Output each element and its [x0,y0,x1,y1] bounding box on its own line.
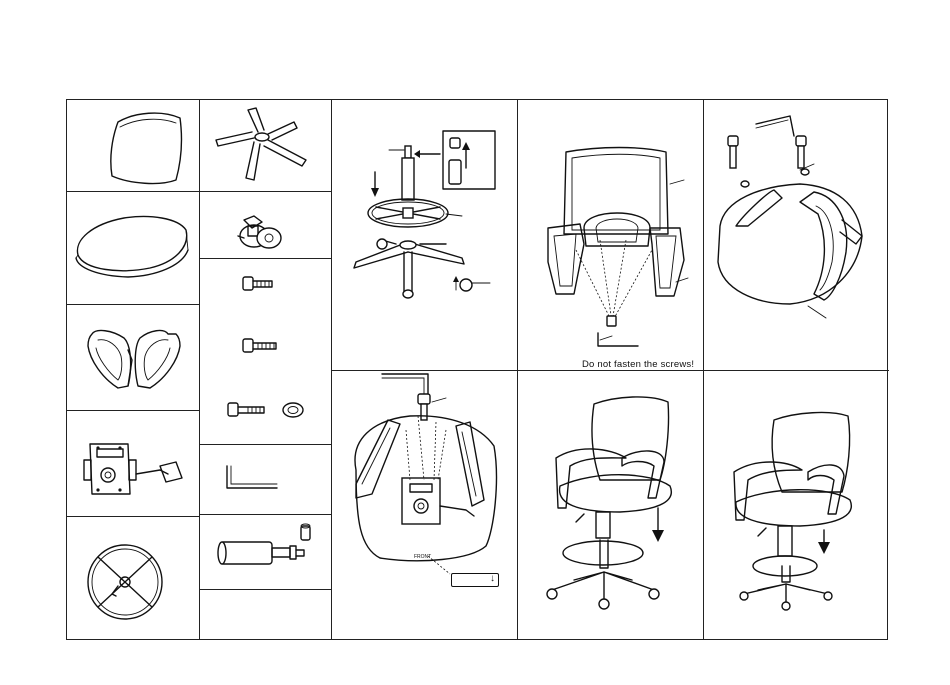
foot-ring-icon [88,545,162,619]
allen-key-icon [227,466,277,488]
gas-lift-icon [218,524,310,564]
seat-cushion-icon [76,217,188,278]
step5-chair-illustration [547,397,671,609]
front-direction-tag: ↓ [451,573,499,587]
armrest-pair-icon [88,331,180,388]
five-star-base-icon [216,108,306,180]
front-label: FRONT [414,554,431,560]
down-arrow-icon: ↓ [490,573,495,584]
step2-backrest-armrest-illustration [548,148,688,347]
backrest-icon [111,113,182,183]
step3-warning-caption: Do not fasten the screws! [582,359,694,370]
step3-bolt-armrest-illustration [718,116,862,318]
step6-finished-chair-illustration [734,413,851,610]
bolt-set-icon [228,277,303,417]
step4-mechanism-illustration: FRONT [355,374,496,574]
step1-base-assembly-illustration [354,131,495,298]
seat-mechanism-icon [84,444,182,494]
caster-wheel-icon [238,216,281,248]
